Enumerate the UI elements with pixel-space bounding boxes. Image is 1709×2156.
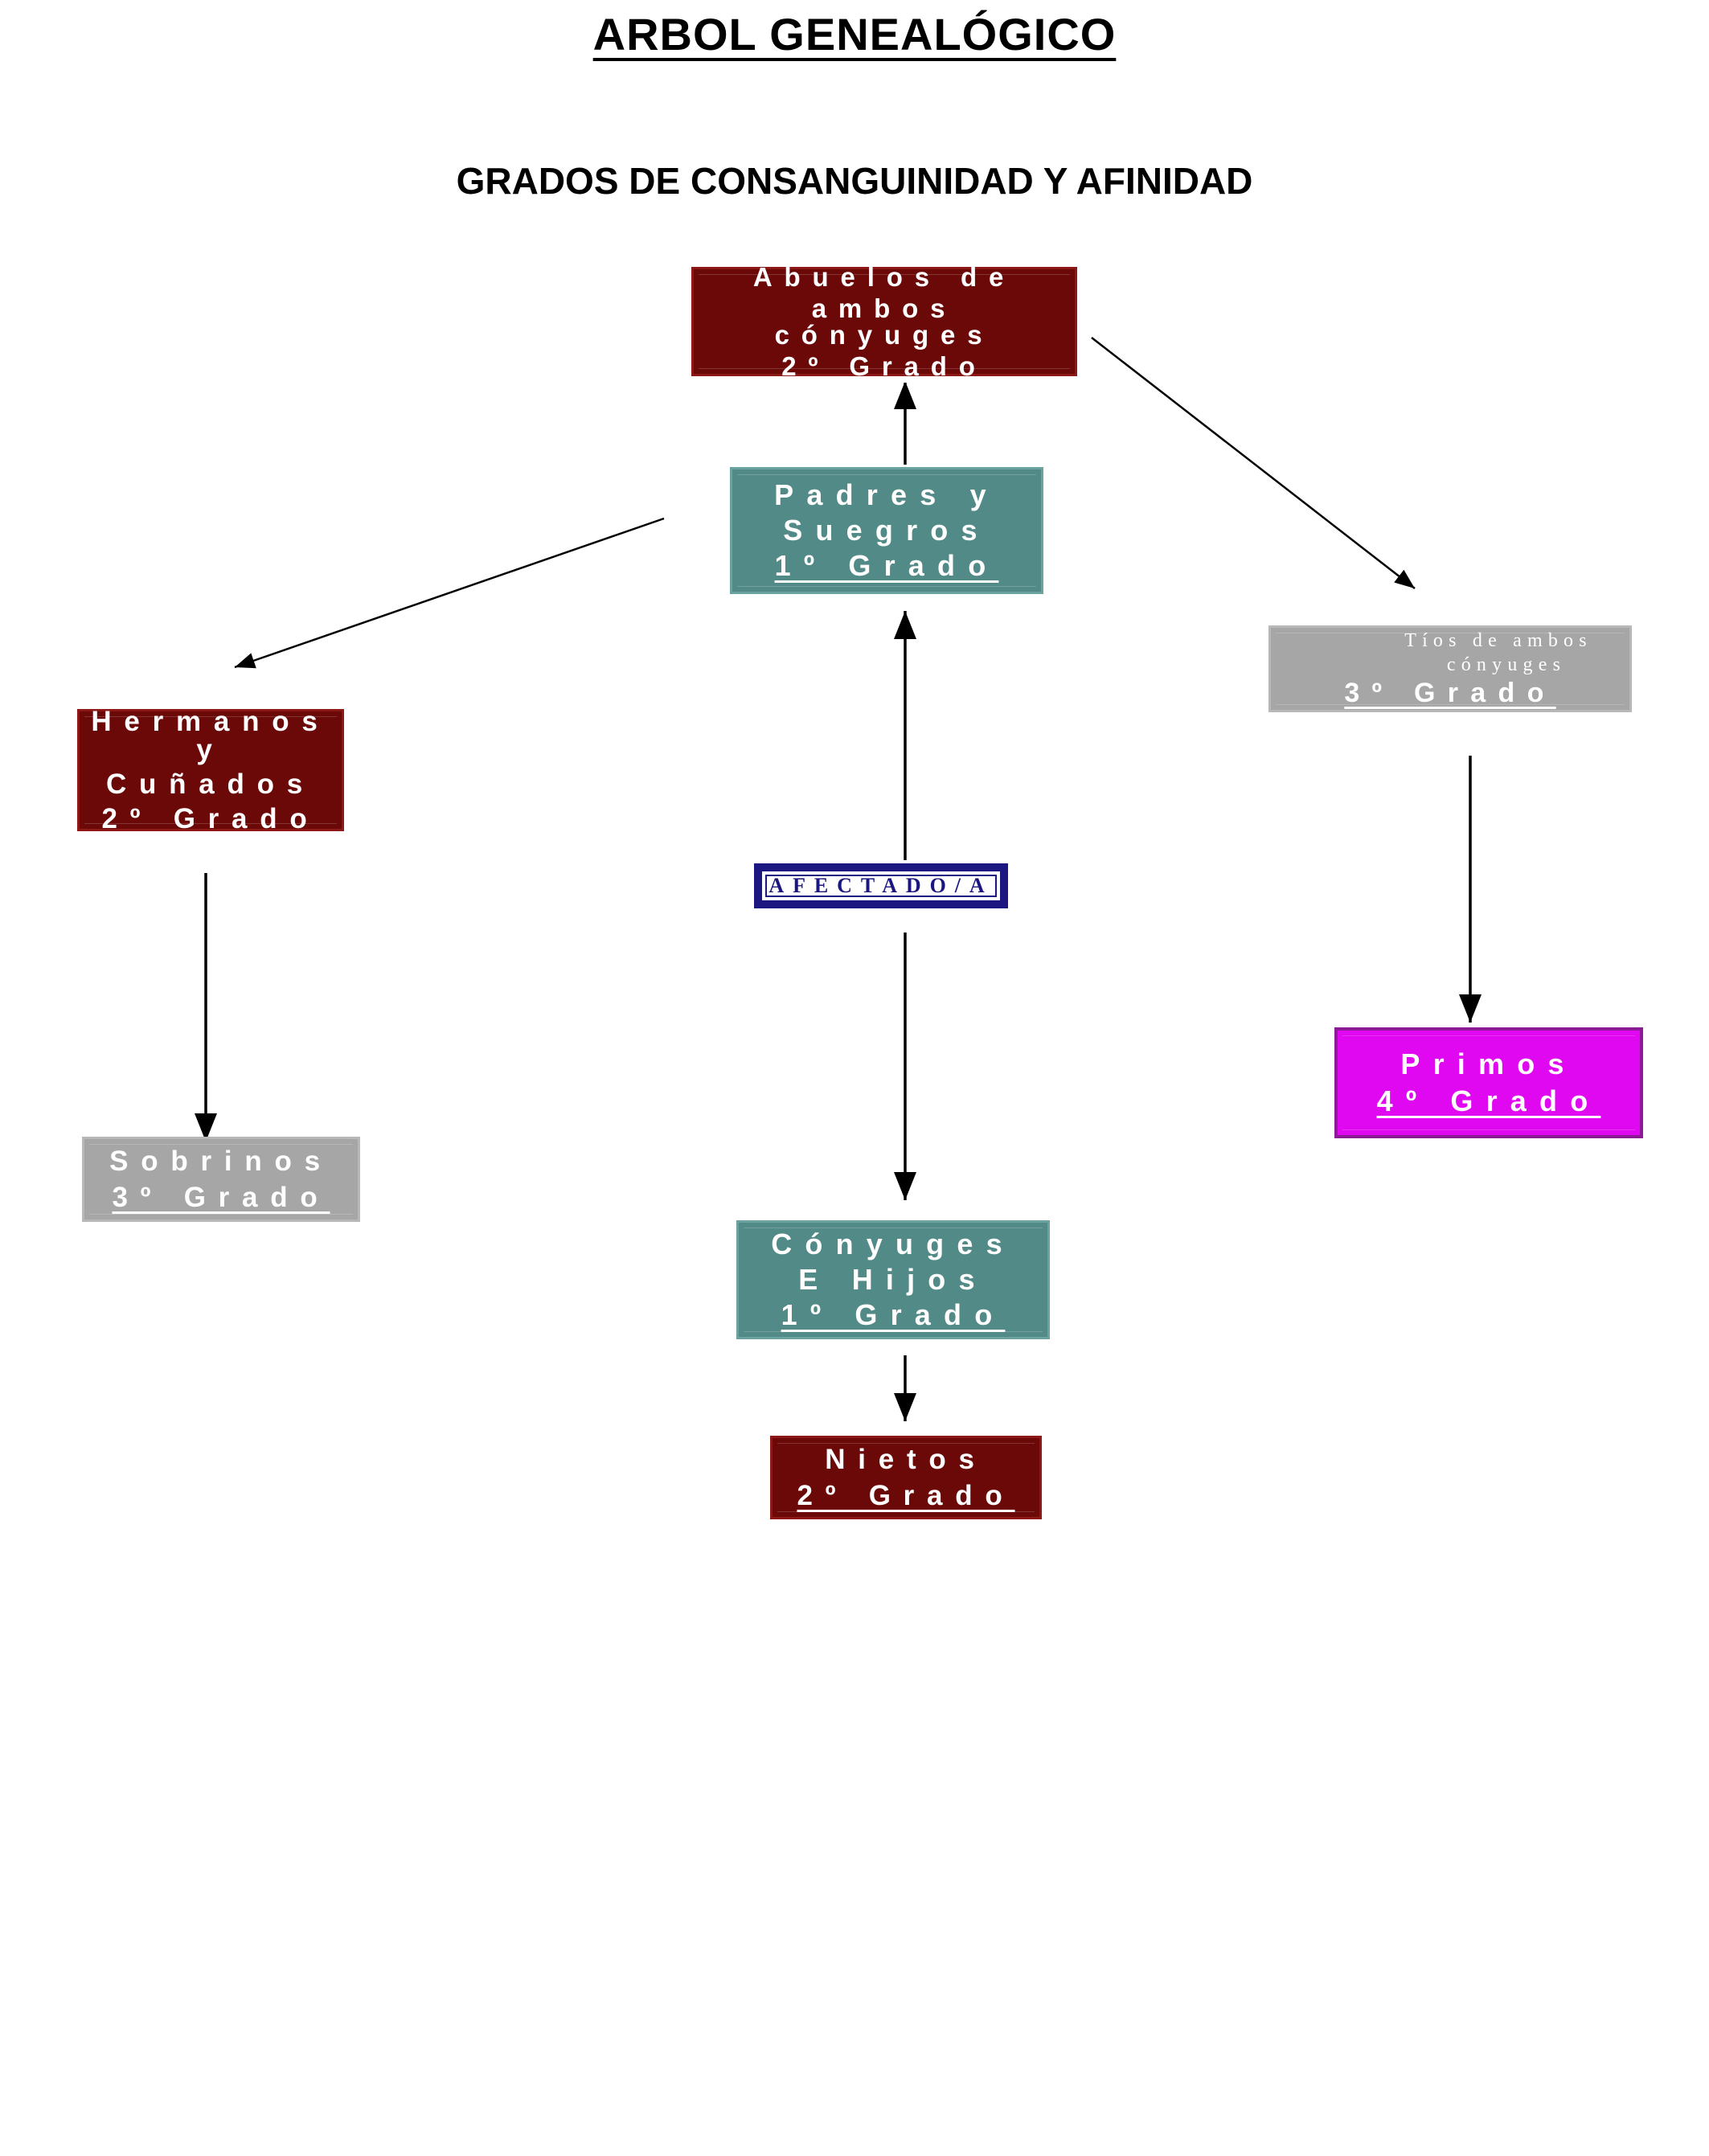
- node-abuelos: Abuelos de ambos cónyuges 2º Grado: [691, 262, 1077, 381]
- node-nietos-grado: 2º Grado: [797, 1480, 1015, 1511]
- node-hermanos-line2: Cuñados: [106, 769, 315, 800]
- node-tios-line2: cónyuges: [1446, 654, 1567, 675]
- arrow-abuelos-to-tios: [1091, 337, 1416, 589]
- node-sobrinos-line1: Sobrinos: [109, 1146, 333, 1177]
- node-hermanos-grado: 2º Grado: [101, 803, 320, 834]
- node-tios-line1: Tíos de ambos: [1404, 630, 1592, 651]
- node-tios-grado: 3º Grado: [1344, 678, 1556, 708]
- node-padres: Padres y Suegros 1º Grado: [730, 467, 1043, 594]
- node-nietos: Nietos 2º Grado: [770, 1436, 1042, 1519]
- arrow-padres-to-hermanos: [234, 517, 665, 669]
- node-abuelos-grado: 2º Grado: [781, 351, 987, 381]
- node-conyuges-grado: 1º Grado: [781, 1298, 1006, 1331]
- node-conyuges: Cónyuges E Hijos 1º Grado: [736, 1220, 1050, 1339]
- node-nietos-line1: Nietos: [825, 1444, 987, 1475]
- node-afectado-label: AFECTADO/A: [768, 874, 994, 897]
- node-primos-grado: 4º Grado: [1376, 1084, 1601, 1117]
- node-conyuges-line1: Cónyuges: [771, 1228, 1015, 1260]
- node-tios: Tíos de ambos cónyuges 3º Grado: [1268, 625, 1632, 712]
- node-hermanos: Hermanos y Cuñados 2º Grado: [77, 706, 344, 834]
- node-sobrinos: Sobrinos 3º Grado: [82, 1137, 360, 1222]
- node-abuelos-line1: Abuelos de: [752, 262, 1016, 292]
- node-padres-line2: Suegros: [783, 514, 990, 547]
- node-primos: Primos 4º Grado: [1334, 1027, 1643, 1138]
- node-primos-line1: Primos: [1400, 1047, 1577, 1080]
- node-abuelos-line2: ambos cónyuges: [774, 293, 994, 350]
- node-afectado: AFECTADO/A: [754, 863, 1008, 908]
- page-title: ARBOL GENEALÓGICO: [592, 9, 1117, 59]
- node-sobrinos-grado: 3º Grado: [112, 1182, 330, 1213]
- node-hermanos-line1: Hermanos y: [91, 706, 330, 765]
- node-conyuges-line2: E Hijos: [798, 1263, 988, 1296]
- page-subtitle: GRADOS DE CONSANGUINIDAD Y AFINIDAD: [456, 160, 1253, 202]
- node-padres-line1: Padres y: [774, 478, 999, 511]
- node-padres-grado: 1º Grado: [774, 549, 999, 582]
